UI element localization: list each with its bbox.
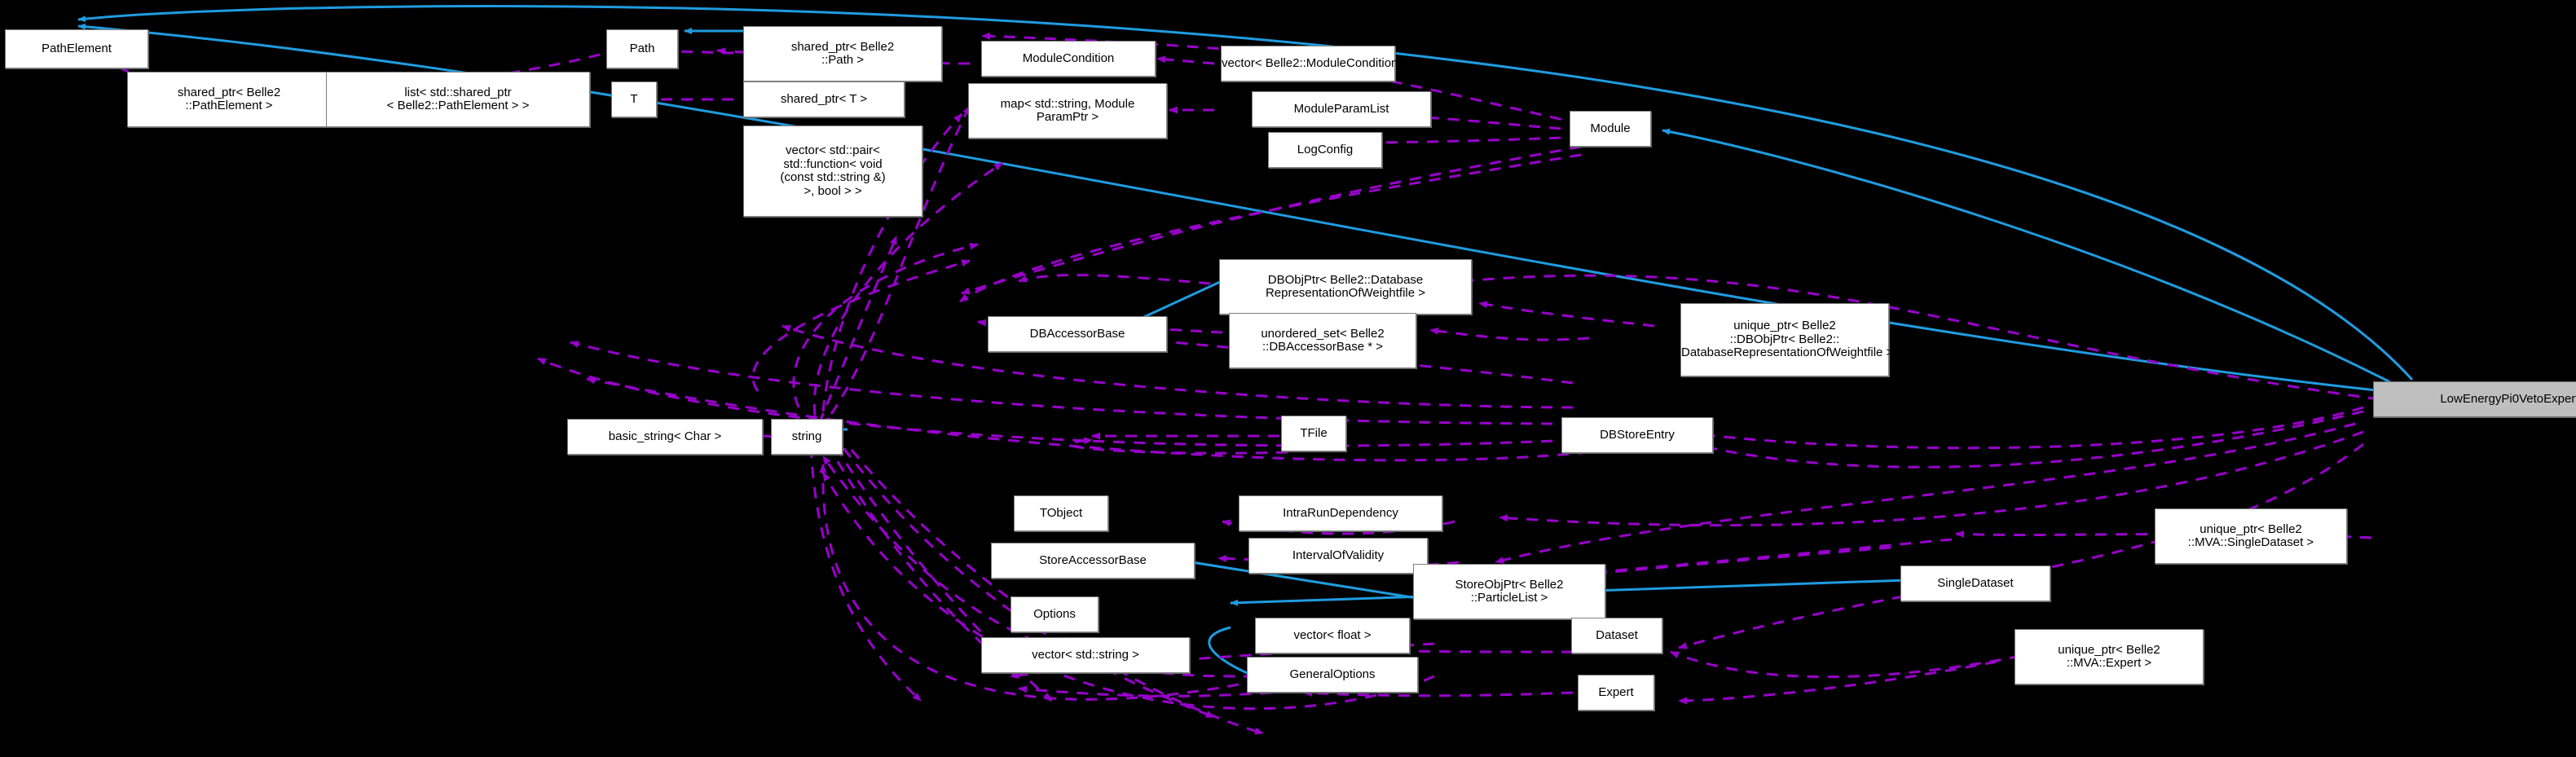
graph-node-lowenergy[interactable]: LowEnergyPi0VetoExpertModule (2373, 381, 2576, 417)
graph-node-label: PathElement (42, 41, 112, 55)
graph-node-modulecondition[interactable]: ModuleCondition (981, 41, 1156, 77)
graph-node-label: shared_ptr< Belle2 ::PathElement > (177, 85, 281, 112)
graph-node-label: list< std::shared_ptr < Belle2::PathElem… (386, 85, 530, 112)
graph-node-label: DBObjPtr< Belle2::Database Representatio… (1265, 272, 1426, 300)
graph-node-generaloptions[interactable]: GeneralOptions (1247, 657, 1418, 693)
graph-node-label: unique_ptr< Belle2 ::DBObjPtr< Belle2:: … (1681, 319, 1904, 360)
graph-node-label: Expert (1598, 684, 1634, 699)
graph-node-label: IntraRunDependency (1283, 505, 1398, 520)
graph-node-label: string (791, 429, 822, 443)
graph-node-label: unordered_set< Belle2 ::DBAccessorBase *… (1261, 326, 1385, 354)
graph-node-label: TFile (1300, 425, 1328, 440)
graph-node-storeaccessorbase[interactable]: StoreAccessorBase (991, 543, 1195, 579)
graph-node-label: StoreObjPtr< Belle2 ::ParticleList > (1455, 577, 1564, 605)
graph-node-dbstoreentry[interactable]: DBStoreEntry (1561, 417, 1713, 453)
graph-node-vec_string[interactable]: vector< std::string > (981, 637, 1190, 673)
graph-node-tfile[interactable]: TFile (1281, 416, 1346, 451)
graph-node-label: unique_ptr< Belle2 ::MVA::SingleDataset … (2187, 522, 2314, 549)
graph-node-label: ModuleParamList (1293, 101, 1389, 116)
graph-node-intervalofvalidity[interactable]: IntervalOfValidity (1248, 538, 1428, 574)
graph-node-label: DBStoreEntry (1600, 427, 1675, 442)
graph-node-label: T (630, 91, 638, 106)
graph-node-label: DBAccessorBase (1029, 326, 1125, 341)
graph-node-unordered_set_dba[interactable]: unordered_set< Belle2 ::DBAccessorBase *… (1229, 313, 1416, 368)
graph-node-sharedptr_t[interactable]: shared_ptr< T > (743, 81, 905, 117)
graph-node-vec_pair_func[interactable]: vector< std::pair< std::function< void (… (743, 125, 923, 217)
graph-node-sharedptr_pe[interactable]: shared_ptr< Belle2 ::PathElement > (127, 72, 331, 127)
graph-node-path[interactable]: Path (606, 29, 678, 68)
graph-node-label: LowEnergyPi0VetoExpertModule (2440, 391, 2576, 406)
graph-node-singledataset[interactable]: SingleDataset (1900, 566, 2050, 601)
graph-node-label: map< std::string, Module ParamPtr > (1000, 96, 1135, 124)
graph-node-dataset[interactable]: Dataset (1571, 618, 1662, 654)
graph-node-storeobjptr_plist[interactable]: StoreObjPtr< Belle2 ::ParticleList > (1413, 564, 1605, 619)
graph-node-t[interactable]: T (611, 81, 657, 117)
graph-node-pathelement[interactable]: PathElement (5, 29, 148, 68)
graph-node-label: SingleDataset (1937, 575, 2014, 590)
graph-node-uniqueptr_singleds[interactable]: unique_ptr< Belle2 ::MVA::SingleDataset … (2155, 508, 2347, 564)
graph-node-label: ModuleCondition (1022, 51, 1115, 65)
graph-node-basic_string[interactable]: basic_string< Char > (567, 419, 763, 455)
graph-node-vec_float[interactable]: vector< float > (1255, 618, 1410, 654)
graph-node-intrarundependency[interactable]: IntraRunDependency (1239, 495, 1442, 531)
graph-node-label: StoreAccessorBase (1039, 552, 1147, 567)
graph-node-map_str_modparam[interactable]: map< std::string, Module ParamPtr > (968, 83, 1167, 139)
graph-node-list_sharedptr_pe[interactable]: list< std::shared_ptr < Belle2::PathElem… (326, 72, 590, 127)
graph-node-label: TObject (1039, 505, 1083, 520)
graph-node-label: shared_ptr< Belle2 ::Path > (790, 39, 895, 67)
graph-node-label: vector< Belle2::ModuleCondition > (1222, 55, 1409, 70)
graph-node-dbaccessorbase[interactable]: DBAccessorBase (988, 316, 1167, 352)
graph-node-label: vector< std::string > (1032, 647, 1139, 662)
graph-node-label: Path (629, 41, 655, 55)
graph-node-label: LogConfig (1297, 142, 1354, 156)
graph-node-moduleparamlist[interactable]: ModuleParamList (1252, 91, 1431, 127)
graph-node-vec_modulecondition[interactable]: vector< Belle2::ModuleCondition > (1221, 46, 1409, 81)
graph-node-options[interactable]: Options (1011, 596, 1099, 632)
graph-node-tobject[interactable]: TObject (1014, 495, 1108, 531)
graph-node-label: Dataset (1596, 627, 1638, 642)
graph-node-label: vector< std::pair< std::function< void (… (780, 143, 886, 198)
graph-node-label: Module (1590, 121, 1631, 135)
graph-node-label: GeneralOptions (1289, 667, 1376, 681)
graph-node-label: vector< float > (1293, 627, 1372, 642)
graph-node-label: Options (1033, 606, 1076, 621)
graph-node-uniqueptr_expert[interactable]: unique_ptr< Belle2 ::MVA::Expert > (2015, 629, 2204, 684)
graph-node-label: IntervalOfValidity (1292, 548, 1385, 562)
graph-node-label: unique_ptr< Belle2 ::MVA::Expert > (2058, 642, 2160, 670)
graph-node-module[interactable]: Module (1570, 111, 1651, 147)
graph-node-sharedptr_path[interactable]: shared_ptr< Belle2 ::Path > (743, 26, 942, 81)
graph-node-dbobjptr_dbrow[interactable]: DBObjPtr< Belle2::Database Representatio… (1219, 259, 1472, 315)
graph-node-logconfig[interactable]: LogConfig (1268, 132, 1382, 168)
graph-node-uniqueptr_dbobjptr[interactable]: unique_ptr< Belle2 ::DBObjPtr< Belle2:: … (1680, 303, 1904, 376)
graph-node-label: basic_string< Char > (608, 429, 722, 443)
graph-node-label: shared_ptr< T > (780, 91, 868, 106)
graph-node-expert[interactable]: Expert (1578, 675, 1654, 711)
graph-node-string[interactable]: string (771, 419, 843, 455)
